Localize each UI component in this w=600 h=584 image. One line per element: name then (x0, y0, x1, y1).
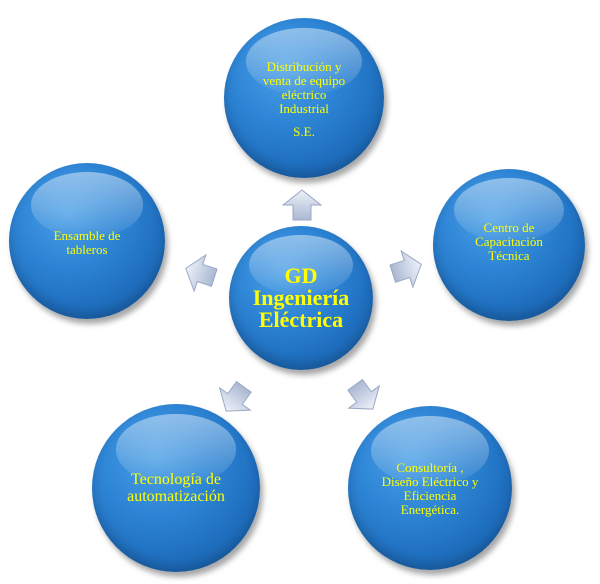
center-node-line-1: GD (284, 263, 318, 288)
center-node-label: GD Ingeniería Eléctrica (253, 265, 350, 331)
node-training-center: Centro de Capacitación Técnica (433, 169, 585, 321)
node-panel-assembly-line-2: tableros (66, 242, 108, 257)
center-node: GD Ingeniería Eléctrica (229, 226, 373, 370)
node-training-center-line-1: Centro de (483, 220, 535, 235)
center-node-line-3: Eléctrica (258, 307, 344, 332)
node-distribution-label: Distribución y venta de equipo eléctrico… (263, 60, 345, 139)
node-training-center-line-3: Técnica (488, 248, 530, 263)
arrow-bottom-right-icon (338, 372, 389, 421)
arrow-left-icon (179, 249, 222, 297)
node-panel-assembly-label: Ensamble de tableros (54, 229, 121, 257)
node-distribution-line-1: Distribución y (266, 59, 342, 74)
center-node-line-2: Ingeniería (252, 285, 350, 310)
node-training-center-label: Centro de Capacitación Técnica (475, 221, 543, 263)
node-panel-assembly-line-1: Ensamble de (53, 228, 121, 243)
node-panel-assembly: Ensamble de tableros (9, 163, 165, 319)
arrow-bottom-left-icon (209, 374, 260, 423)
node-consulting-line-2: Diseño Eléctrico y (381, 474, 479, 489)
node-automation-label: Tecnología de automatización (127, 471, 225, 505)
node-automation-line-1: Tecnología de (131, 471, 221, 488)
node-consulting-line-3: Eficiencia (403, 488, 457, 503)
node-distribution-suffix: S.E. (293, 124, 315, 139)
node-automation: Tecnología de automatización (92, 404, 260, 572)
arrow-up-icon (282, 189, 322, 221)
node-consulting-line-4: Energética. (400, 502, 460, 517)
node-automation-line-2: automatización (127, 488, 225, 505)
node-consulting-line-1: Consultoría , (396, 460, 464, 475)
node-distribution-line-4: Industrial (279, 101, 329, 116)
node-consulting: Consultoría , Diseño Eléctrico y Eficien… (348, 406, 512, 570)
node-training-center-line-2: Capacitación (475, 234, 543, 249)
node-distribution-line-3: eléctrico (281, 87, 327, 102)
arrow-right-icon (386, 245, 429, 293)
node-distribution: Distribución y venta de equipo eléctrico… (224, 18, 384, 178)
node-distribution-line-2: venta de equipo (262, 73, 346, 88)
node-consulting-label: Consultoría , Diseño Eléctrico y Eficien… (382, 461, 479, 517)
